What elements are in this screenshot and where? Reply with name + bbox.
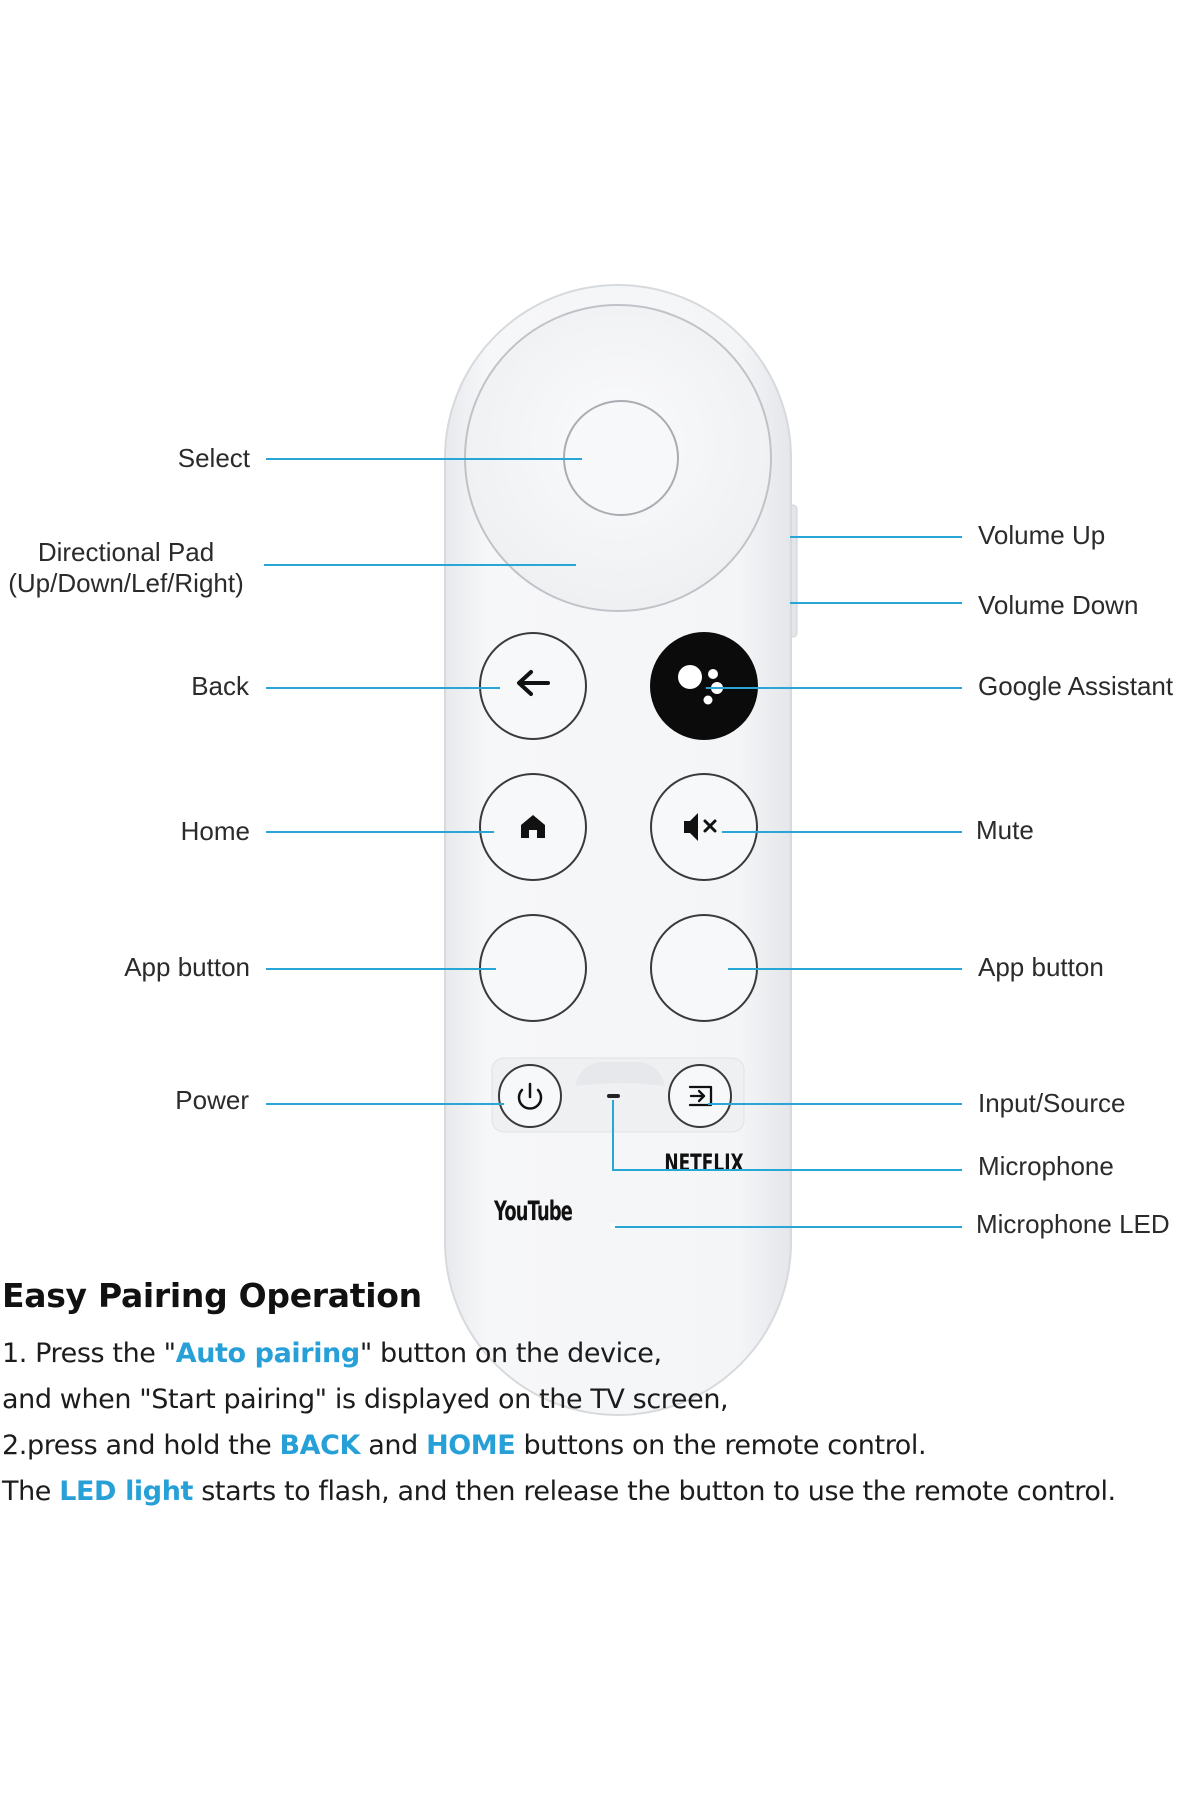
- highlight-home: HOME: [426, 1430, 516, 1461]
- callout-line-volume-up: [790, 536, 962, 538]
- callout-line-app-right: [728, 968, 962, 970]
- label-volume-up: Volume Up: [978, 520, 1106, 550]
- instruction-line-3-a: 2.press and hold the: [2, 1430, 280, 1461]
- instruction-line-3-b: and: [360, 1430, 427, 1461]
- input-source-icon: [688, 1085, 713, 1107]
- label-home: Home: [180, 816, 250, 846]
- instruction-line-1-a: 1. Press the ": [2, 1338, 176, 1369]
- microphone-led: [610, 1223, 616, 1229]
- label-mute: Mute: [976, 815, 1034, 845]
- label-volume-down: Volume Down: [978, 590, 1139, 620]
- instruction-line-1-b: " button on the device,: [359, 1338, 662, 1369]
- callout-line-google-assistant: [706, 687, 962, 689]
- label-back: Back: [191, 671, 249, 701]
- back-button: [479, 632, 587, 740]
- instruction-line-1: 1. Press the "Auto pairing" button on th…: [2, 1331, 1192, 1377]
- instruction-line-4-a: The: [2, 1476, 60, 1507]
- label-power: Power: [175, 1085, 249, 1115]
- instructions-title: Easy Pairing Operation: [2, 1276, 422, 1315]
- instruction-line-3: 2.press and hold the BACK and HOME butto…: [2, 1423, 1192, 1469]
- mute-button: [650, 773, 758, 881]
- label-directional-pad: Directional Pad (Up/Down/Lef/Right): [0, 537, 252, 599]
- highlight-auto-pairing: Auto pairing: [175, 1338, 361, 1369]
- callout-line-mute: [722, 831, 962, 833]
- label-google-assistant: Google Assistant: [978, 671, 1174, 701]
- back-arrow-icon: [517, 670, 550, 696]
- label-app-button-left: App button: [124, 952, 250, 982]
- instruction-line-4: The LED light starts to flash, and then …: [2, 1469, 1192, 1515]
- instruction-line-4-b: starts to flash, and then release the bu…: [193, 1476, 1116, 1507]
- highlight-led-light: LED light: [59, 1476, 194, 1507]
- label-select: Select: [177, 443, 250, 473]
- label-app-button-right: App button: [978, 952, 1104, 982]
- netflix-logo-text: NETFLIX: [664, 1149, 743, 1177]
- youtube-logo-text: YouTube: [493, 1197, 573, 1227]
- callout-line-microphone-vertical: [612, 1100, 614, 1171]
- callout-line-back: [266, 687, 500, 689]
- mute-icon: [684, 813, 717, 841]
- label-directional-pad-text: Directional Pad (Up/Down/Lef/Right): [8, 537, 244, 598]
- pairing-instructions: Easy Pairing Operation 1. Press the "Aut…: [2, 1276, 1192, 1515]
- callout-line-microphone: [612, 1169, 962, 1171]
- callout-line-microphone-led: [615, 1226, 962, 1228]
- label-microphone-led: Microphone LED: [976, 1209, 1170, 1239]
- callout-line-dpad: [264, 564, 576, 566]
- instruction-line-2: and when "Start pairing" is displayed on…: [2, 1384, 729, 1415]
- home-icon: [521, 815, 545, 838]
- label-input-source: Input/Source: [978, 1088, 1126, 1118]
- label-microphone: Microphone: [978, 1151, 1114, 1181]
- callout-line-app-left: [266, 968, 496, 970]
- callout-line-power: [266, 1103, 504, 1105]
- microphone-slot: [607, 1094, 620, 1098]
- power-icon: [517, 1082, 543, 1110]
- callout-line-home: [266, 831, 494, 833]
- google-assistant-button: [650, 632, 758, 740]
- instruction-line-3-c: buttons on the remote control.: [515, 1430, 927, 1461]
- callout-line-input-source: [708, 1103, 962, 1105]
- highlight-back: BACK: [279, 1430, 361, 1461]
- callout-line-volume-down: [790, 602, 962, 604]
- callout-line-select: [266, 458, 582, 460]
